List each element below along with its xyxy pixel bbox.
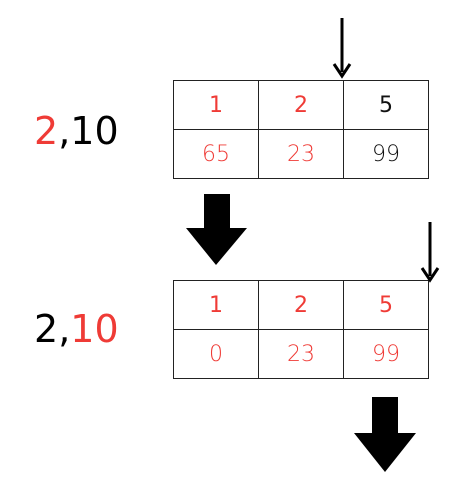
transition-arrow-2 [354, 397, 416, 472]
step1-value-cell: 99 [343, 129, 429, 179]
step2-label-second: 10 [70, 307, 119, 351]
step1-label: 2,10 [34, 112, 119, 150]
pointer-arrow-1 [332, 18, 352, 79]
step1-key-row: 1 2 5 [173, 80, 429, 130]
step2-value-row: 0 23 99 [173, 329, 429, 379]
step2-label: 2,10 [34, 310, 119, 348]
step2-label-first: 2 [34, 307, 59, 351]
step2-key-cell: 2 [258, 280, 344, 330]
transition-arrow-1 [186, 194, 247, 265]
step2-value-cell: 99 [343, 329, 429, 379]
step1-key-cell: 2 [258, 80, 344, 130]
step1-key-cell: 5 [343, 80, 429, 130]
step1-value-row: 65 23 99 [173, 129, 429, 179]
step1-label-second: 10 [70, 109, 119, 153]
step2-table: 1 2 5 0 23 99 [173, 280, 429, 379]
step2-value-cell: 0 [173, 329, 259, 379]
step1-table: 1 2 5 65 23 99 [173, 80, 429, 179]
step2-value-cell: 23 [258, 329, 344, 379]
step2-label-sep: , [58, 307, 71, 351]
step1-label-sep: , [58, 109, 71, 153]
step1-label-first: 2 [34, 109, 59, 153]
step2-key-row: 1 2 5 [173, 280, 429, 330]
step1-value-cell: 23 [258, 129, 344, 179]
pointer-arrow-2 [420, 222, 440, 283]
step1-key-cell: 1 [173, 80, 259, 130]
